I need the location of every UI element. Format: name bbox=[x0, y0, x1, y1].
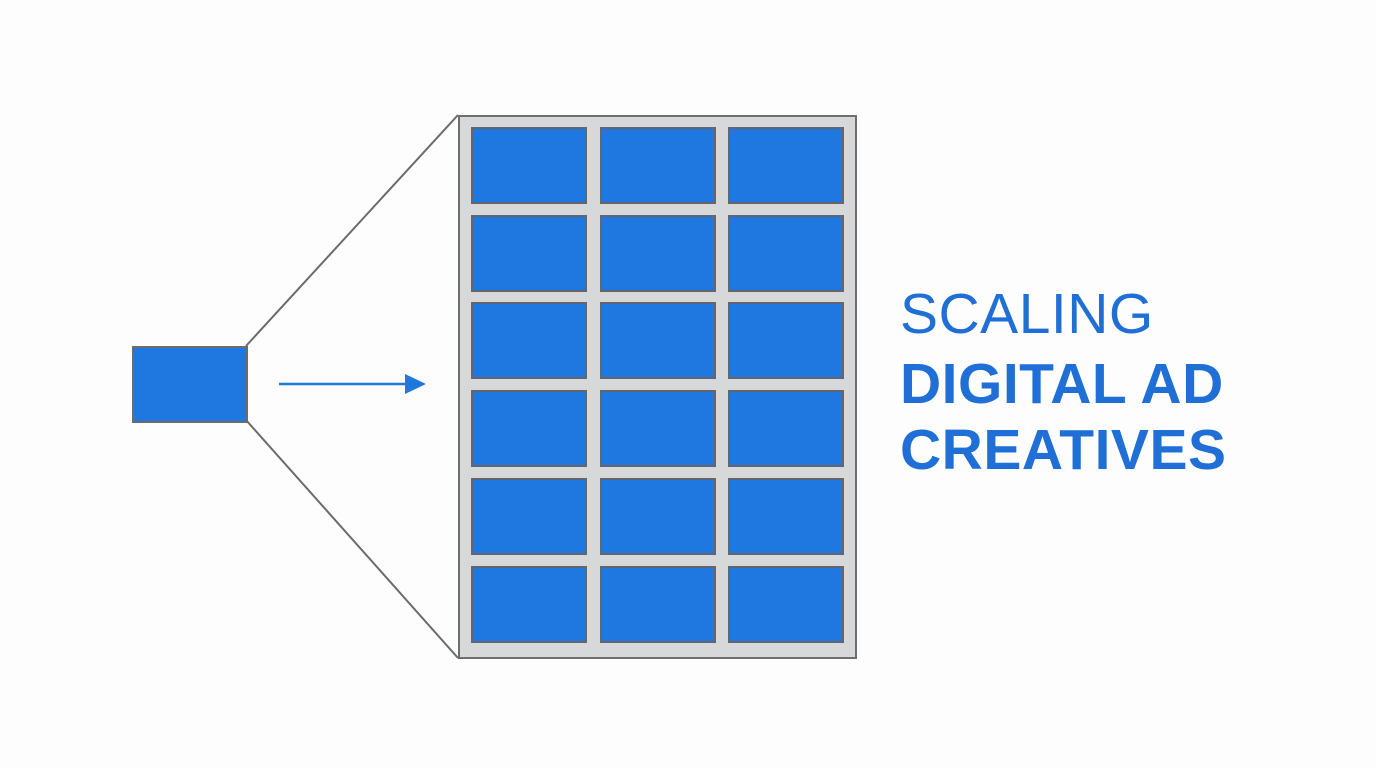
headline-line-3: CREATIVES bbox=[900, 418, 1227, 482]
grid-cell bbox=[600, 478, 716, 555]
grid-cell bbox=[728, 478, 844, 555]
grid-cell bbox=[600, 566, 716, 643]
upper-projection-line bbox=[245, 114, 459, 347]
grid-cell bbox=[600, 390, 716, 467]
creative-grid-frame bbox=[458, 115, 857, 659]
grid-cell bbox=[728, 127, 844, 204]
grid-cell bbox=[471, 566, 587, 643]
grid-cell bbox=[471, 215, 587, 292]
headline: SCALING DIGITAL AD CREATIVES bbox=[900, 286, 1227, 488]
headline-line-1: SCALING bbox=[900, 282, 1154, 346]
grid-cell bbox=[728, 566, 844, 643]
grid-cell bbox=[471, 478, 587, 555]
grid-cell bbox=[600, 302, 716, 379]
grid-cell bbox=[728, 302, 844, 379]
headline-line-2: DIGITAL AD bbox=[900, 352, 1224, 416]
grid-cell bbox=[600, 215, 716, 292]
grid-cell bbox=[728, 215, 844, 292]
grid-cell bbox=[728, 390, 844, 467]
grid-cell bbox=[471, 302, 587, 379]
grid-cell bbox=[600, 127, 716, 204]
lower-projection-line bbox=[245, 419, 459, 659]
grid-cell bbox=[471, 127, 587, 204]
single-creative-box bbox=[132, 346, 248, 423]
grid-cell bbox=[471, 390, 587, 467]
arrow-icon bbox=[279, 374, 426, 394]
